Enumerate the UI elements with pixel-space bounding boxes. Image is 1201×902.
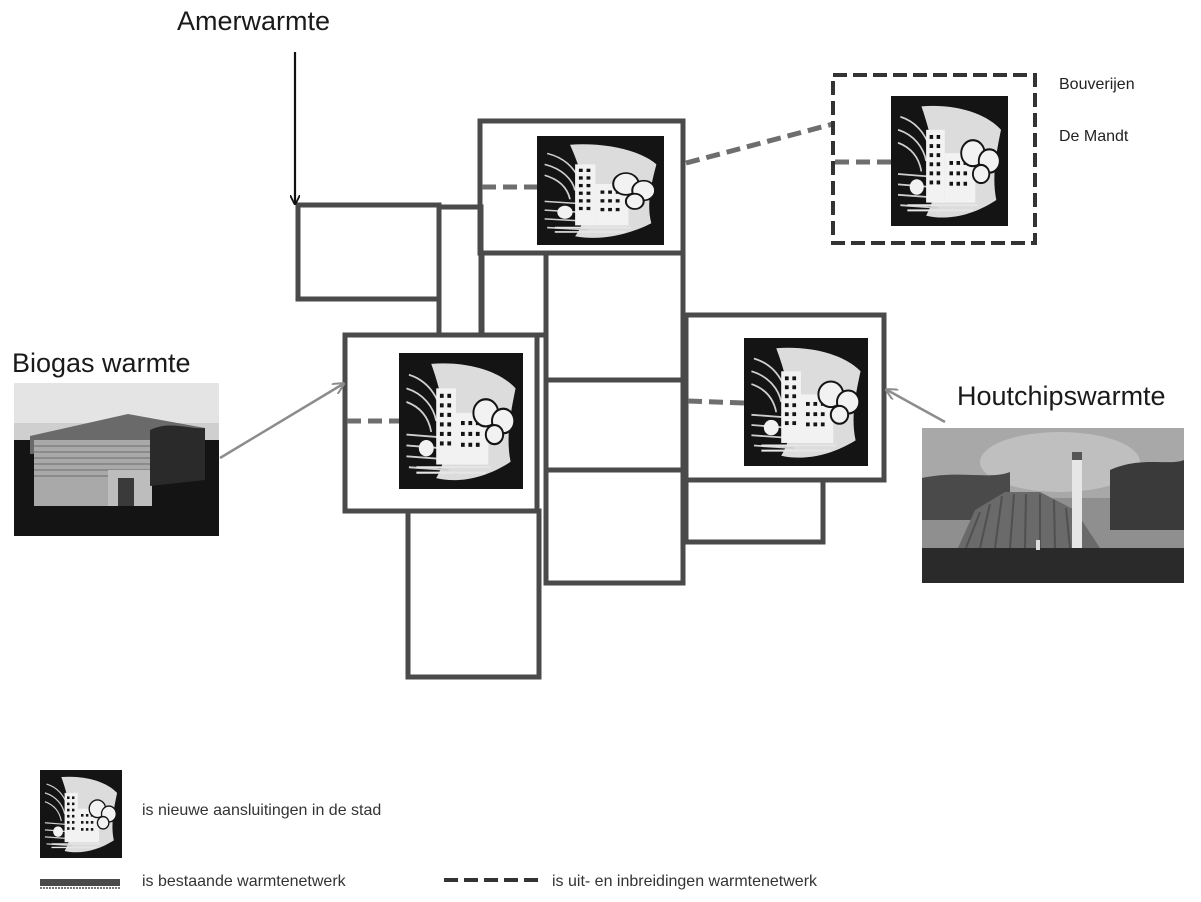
network-block — [436, 204, 484, 338]
network-block — [543, 250, 686, 383]
expansion-link — [687, 398, 745, 406]
expansion-area-box — [831, 73, 1037, 245]
houtchipswarmte-label: Houtchipswarmte — [957, 381, 1166, 411]
biogas-plant-photo — [14, 383, 219, 536]
bouverijen-label: Bouverijen — [1059, 76, 1135, 93]
network-block — [543, 377, 686, 473]
legend-new-connections-label: is nieuwe aansluitingen in de stad — [142, 802, 382, 819]
city-building-icon — [397, 351, 525, 491]
expansion-network — [347, 121, 891, 424]
city-building-icon — [742, 336, 870, 468]
network-block — [683, 477, 826, 545]
biogas-arrow — [219, 384, 343, 460]
legend-city-building-icon — [39, 769, 123, 859]
legend-existing-network-label: is bestaande warmtenetwerk — [142, 873, 346, 890]
de-mandt-label: De Mandt — [1059, 128, 1129, 145]
network-block — [295, 202, 442, 302]
legend-expansion-network-label: is uit- en inbreidingen warmtenetwerk — [552, 873, 818, 890]
legend-existing-line — [40, 879, 120, 889]
city-building-icon — [889, 94, 1010, 228]
houtchips-arrow — [887, 390, 946, 424]
city-building-icon — [535, 134, 666, 247]
network-block — [479, 250, 549, 338]
biogas-warmte-label: Biogas warmte — [12, 348, 191, 378]
woodchip-plant-photo — [922, 428, 1184, 583]
network-block — [405, 508, 542, 680]
network-block — [543, 467, 686, 586]
amerwarmte-label: Amerwarmte — [177, 6, 331, 36]
expansion-link — [685, 121, 834, 166]
